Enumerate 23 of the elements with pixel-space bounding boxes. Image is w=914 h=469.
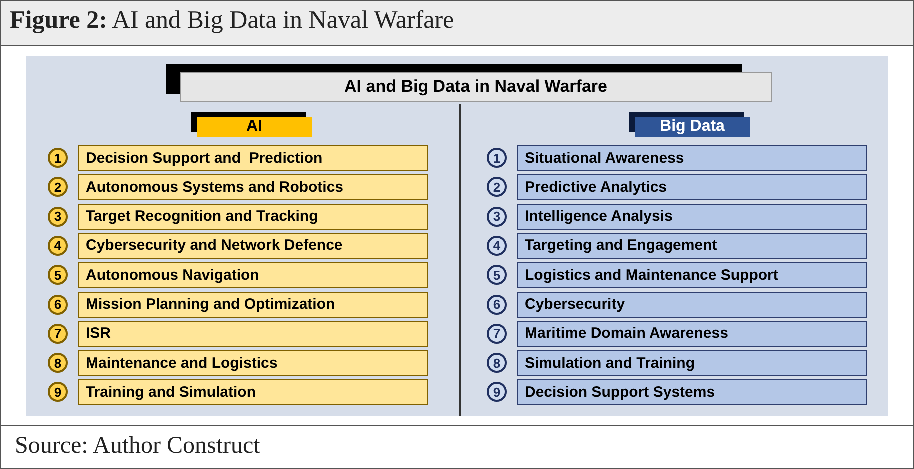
list-item: Maintenance and Logistics (78, 350, 428, 376)
list-item: Target Recognition and Tracking (78, 204, 428, 230)
list-item: Targeting and Engagement (517, 232, 867, 259)
list-item: Cybersecurity and Network Defence (78, 232, 428, 259)
list-item: Mission Planning and Optimization (78, 292, 428, 318)
list-item: Decision Support and Prediction (78, 145, 428, 171)
list-item: Decision Support Systems (517, 379, 867, 406)
list-item: Simulation and Training (517, 350, 867, 376)
list-item: Autonomous Navigation (78, 262, 428, 288)
list-item: Logistics and Maintenance Support (517, 262, 867, 288)
list-item: Maritime Domain Awareness (517, 320, 867, 347)
list-item: Training and Simulation (78, 379, 428, 406)
list-item: ISR (78, 320, 428, 347)
list-item: Intelligence Analysis (517, 204, 867, 230)
list-item: Autonomous Systems and Robotics (78, 174, 428, 200)
list-item: Situational Awareness (517, 145, 867, 171)
list-item: Predictive Analytics (517, 174, 867, 200)
column-heading: Big Data (635, 117, 750, 137)
figure-title: Figure 2: AI and Big Data in Naval Warfare (10, 7, 454, 35)
list-item: Cybersecurity (517, 292, 867, 318)
banner-heading: AI and Big Data in Naval Warfare (180, 72, 772, 102)
column-heading: AI (197, 117, 312, 137)
caption: Source: Author Construct (0, 425, 914, 469)
